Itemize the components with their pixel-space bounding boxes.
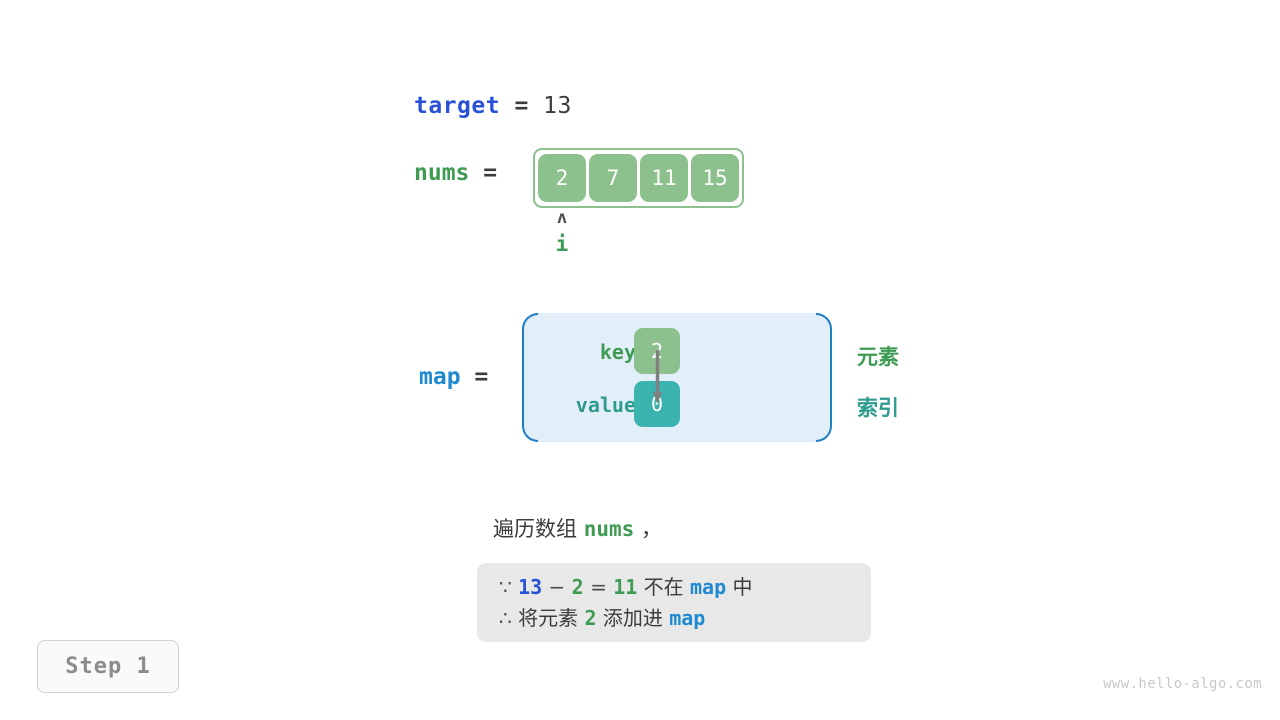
nums-variable-name: nums bbox=[414, 160, 470, 186]
conclusion-map-token-2: map bbox=[669, 606, 706, 630]
conclusion-line-2: ∴ 将元素 2 添加进 map bbox=[499, 603, 849, 634]
conclusion-minus-sign: − bbox=[548, 575, 566, 599]
nums-assignment-label: nums = bbox=[414, 160, 497, 186]
array-cell: 7 bbox=[589, 154, 637, 202]
index-pointer-caret-icon: ʌ bbox=[556, 208, 568, 228]
conclusion-box: ∵ 13 − 2 = 11 不在 map 中 ∴ 将元素 2 添加进 map bbox=[477, 563, 871, 642]
step-badge: Step 1 bbox=[37, 640, 179, 693]
watermark: www.hello-algo.com bbox=[1103, 676, 1262, 692]
caption-prefix: 遍历数组 bbox=[493, 517, 577, 541]
map-side-label-element: 元素 bbox=[857, 345, 899, 369]
key-to-value-arrow-icon bbox=[653, 350, 662, 404]
caption-text: 遍历数组 nums ， bbox=[493, 513, 662, 543]
nums-equals-sign: = bbox=[483, 160, 498, 186]
array-cell: 11 bbox=[640, 154, 688, 202]
caption-suffix: ， bbox=[640, 517, 662, 541]
map-side-label-index: 索引 bbox=[857, 396, 899, 420]
because-symbol-icon: ∵ bbox=[499, 575, 512, 599]
conclusion-target-value: 13 bbox=[518, 575, 543, 599]
array-cell: 15 bbox=[691, 154, 739, 202]
conclusion-added-value: 2 bbox=[584, 606, 597, 630]
map-equals-sign: = bbox=[474, 364, 489, 390]
target-assignment: target = 13 bbox=[414, 93, 572, 119]
conclusion-equals-sign: = bbox=[590, 575, 607, 599]
map-value-label: value bbox=[575, 393, 636, 417]
conclusion-tail-text: 中 bbox=[732, 575, 753, 599]
conclusion-add-into-text: 添加进 bbox=[602, 606, 663, 630]
conclusion-line-1: ∵ 13 − 2 = 11 不在 map 中 bbox=[499, 572, 849, 603]
map-assignment-label: map = bbox=[419, 364, 488, 390]
map-key-label: key bbox=[599, 340, 636, 364]
nums-array: 2 7 11 15 bbox=[533, 148, 744, 208]
map-left-brace-icon bbox=[522, 313, 538, 442]
target-equals-sign: = bbox=[514, 93, 529, 119]
target-variable-name: target bbox=[414, 93, 501, 119]
map-container: key value 2 0 bbox=[522, 313, 832, 442]
conclusion-add-element-text: 将元素 bbox=[518, 606, 579, 630]
conclusion-current-element: 2 bbox=[571, 575, 584, 599]
array-cell: 2 bbox=[538, 154, 586, 202]
map-variable-name: map bbox=[419, 364, 461, 390]
conclusion-not-in-text: 不在 bbox=[643, 575, 684, 599]
index-pointer-label: i bbox=[555, 232, 569, 256]
conclusion-complement-value: 11 bbox=[613, 575, 638, 599]
therefore-symbol-icon: ∴ bbox=[499, 606, 512, 630]
conclusion-map-token: map bbox=[690, 575, 727, 599]
caption-nums-token: nums bbox=[583, 517, 635, 541]
target-value: 13 bbox=[543, 93, 572, 119]
map-right-brace-icon bbox=[816, 313, 832, 442]
